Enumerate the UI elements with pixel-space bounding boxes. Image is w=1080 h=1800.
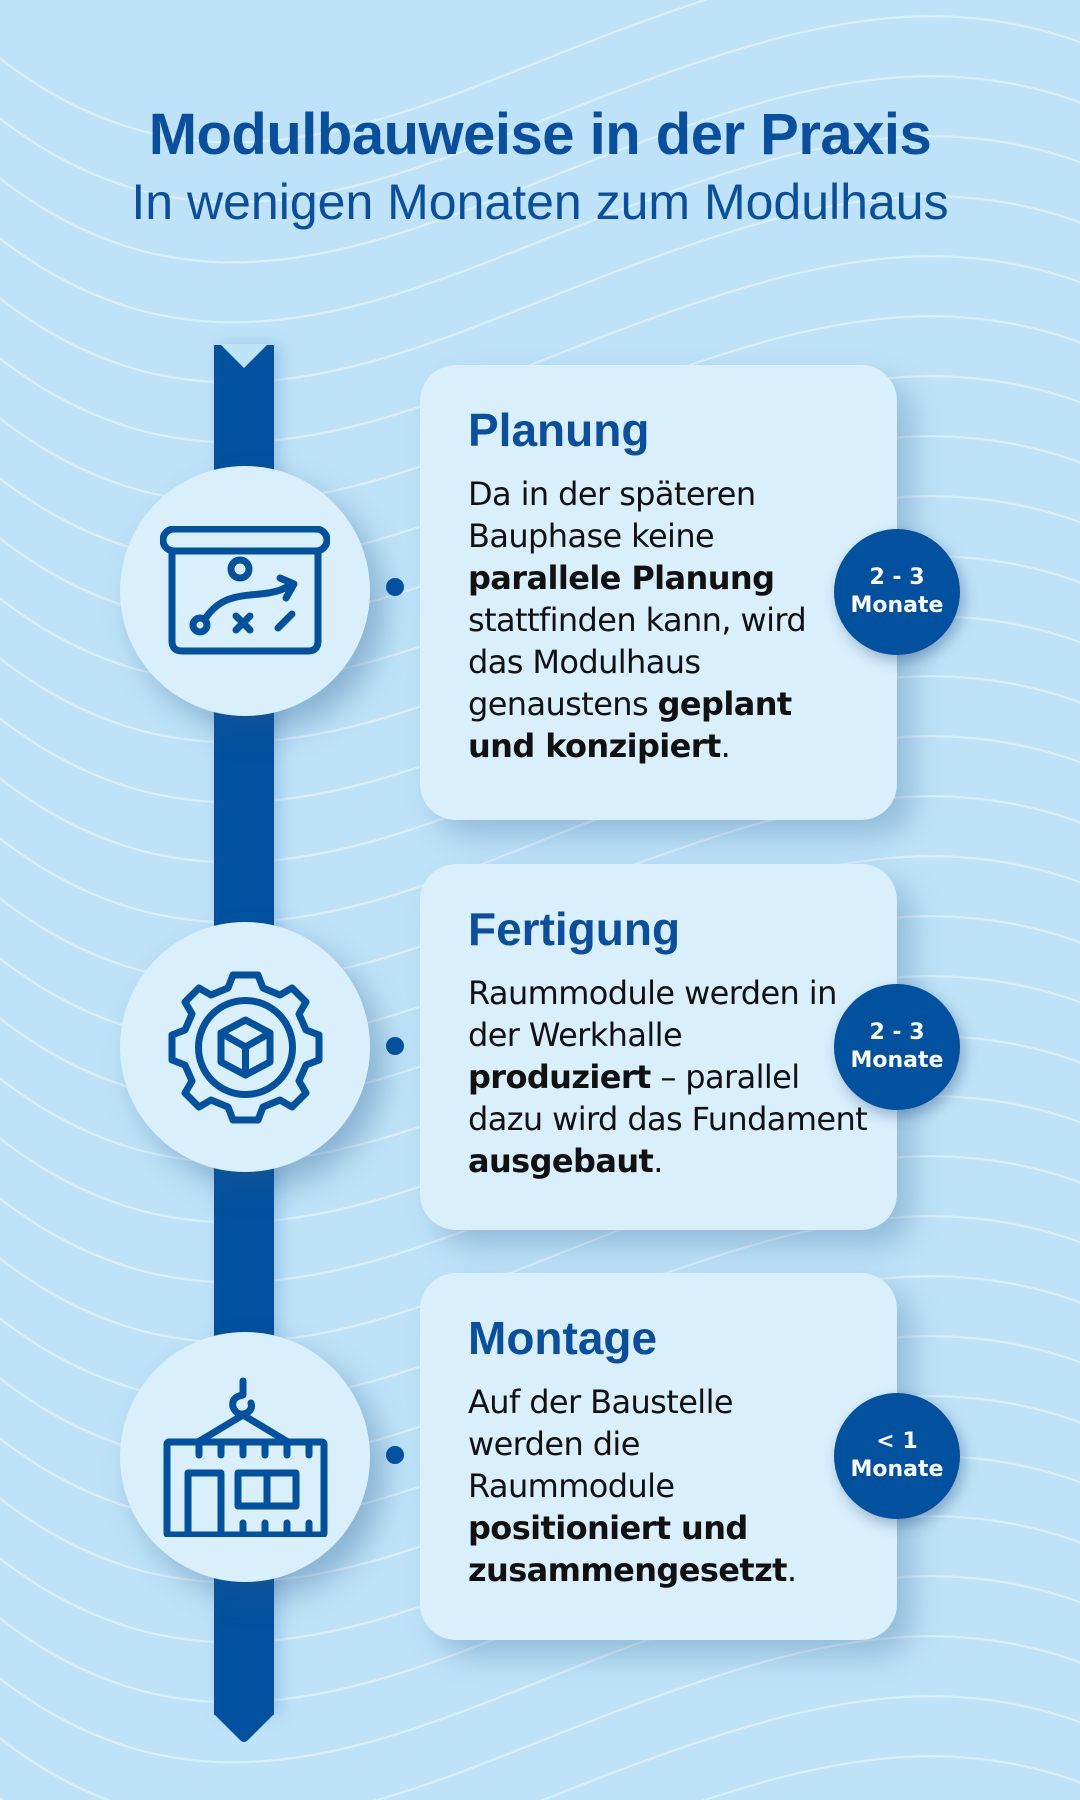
step-title: Fertigung: [468, 903, 681, 955]
crane-container-icon: [163, 1377, 327, 1537]
duration-value: 2 - 3: [869, 1020, 925, 1045]
page-subtitle: In wenigen Monaten zum Modulhaus: [131, 173, 949, 230]
strategy-board-icon: [160, 526, 330, 655]
duration-value: 2 - 3: [869, 565, 925, 590]
duration-badge-fertigung: 2 - 3 Monate: [834, 984, 960, 1110]
step-card-montage: Montage Auf der Baustelle werden die Rau…: [420, 1273, 897, 1640]
duration-unit: Monate: [850, 1457, 944, 1482]
timeline-dot-fertigung: [386, 1037, 404, 1055]
step-icon-circle-planung: [120, 466, 370, 716]
step-title: Planung: [468, 404, 650, 456]
header: Modulbauweise in der Praxis In wenigen M…: [0, 100, 1080, 232]
step-title: Montage: [468, 1312, 658, 1364]
duration-unit: Monate: [850, 1048, 944, 1073]
step-description: Raummodule werden in der Werkhalle produ…: [468, 974, 868, 1180]
step-icon-circle-fertigung: [120, 922, 370, 1172]
duration-badge-planung: 2 - 3 Monate: [834, 529, 960, 655]
step-card-planung: Planung Da in der späteren Bauphase kein…: [420, 365, 897, 820]
page-title: Modulbauweise in der Praxis: [148, 102, 932, 167]
step-icon-circle-montage: [120, 1332, 370, 1582]
timeline-dot-montage: [386, 1446, 404, 1464]
timeline-end-arrow: [214, 1700, 274, 1742]
duration-value: < 1: [876, 1429, 918, 1454]
duration-badge-montage: < 1 Monate: [834, 1393, 960, 1519]
step-card-fertigung: Fertigung Raummodule werden in der Werkh…: [420, 864, 897, 1230]
duration-unit: Monate: [850, 593, 944, 618]
step-description: Da in der späteren Bauphase keine parall…: [468, 475, 807, 765]
step-description: Auf der Baustelle werden die Raummodule …: [468, 1383, 797, 1589]
timeline-dot-planung: [386, 578, 404, 596]
timeline-start-notch: [214, 344, 274, 368]
gear-box-icon: [168, 971, 322, 1123]
